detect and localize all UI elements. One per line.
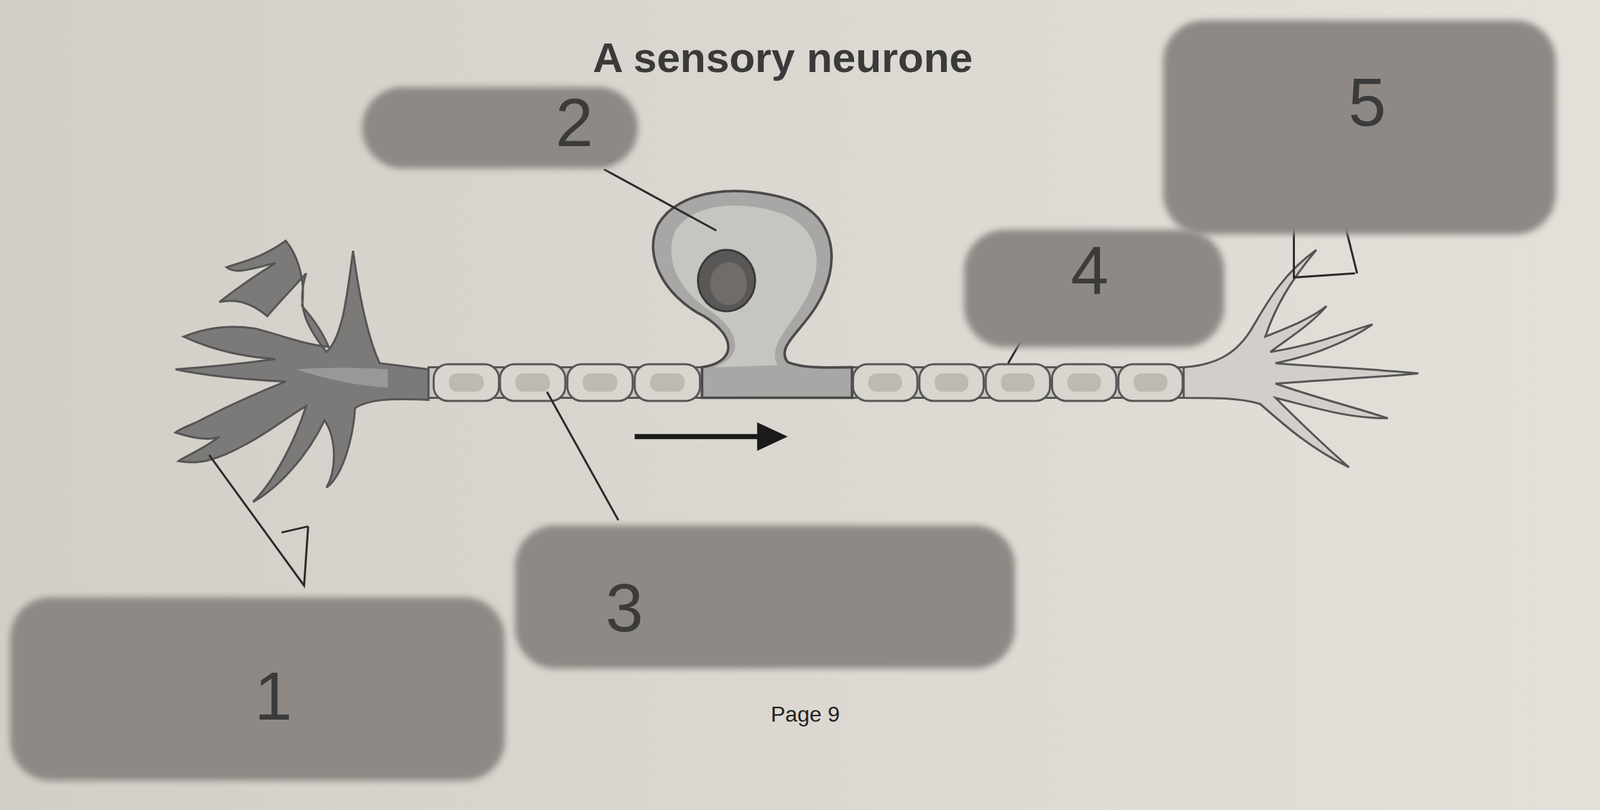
impulse-arrow-head <box>756 422 788 452</box>
callout-number: 3 <box>605 573 644 642</box>
nucleus-core <box>709 262 747 306</box>
grey-patch <box>514 525 1016 668</box>
redacted-label-patch: 4 <box>964 229 1225 348</box>
dendrite-shade <box>296 367 388 388</box>
page-number: Page 9 <box>771 703 840 725</box>
myelin-shade <box>449 372 1168 392</box>
dendrites <box>175 240 429 502</box>
callout-number: 2 <box>555 88 594 157</box>
redacted-label-patch: 2 <box>362 86 638 169</box>
redacted-label-patch: 1 <box>10 597 505 781</box>
leader-lines <box>209 169 1358 586</box>
cell-body-inner <box>671 205 817 368</box>
callout-number: 1 <box>254 661 293 730</box>
callout-number: 4 <box>1070 236 1109 305</box>
callout-number: 5 <box>1348 67 1387 136</box>
grey-patch <box>362 86 638 169</box>
impulse-arrow <box>634 434 763 440</box>
nucleus <box>697 250 755 312</box>
myelin-sheath <box>433 364 1183 401</box>
redacted-label-patch: 3 <box>514 525 1016 668</box>
diagram-title: A sensory neurone <box>592 36 973 79</box>
redacted-label-patch: 5 <box>1163 20 1556 235</box>
